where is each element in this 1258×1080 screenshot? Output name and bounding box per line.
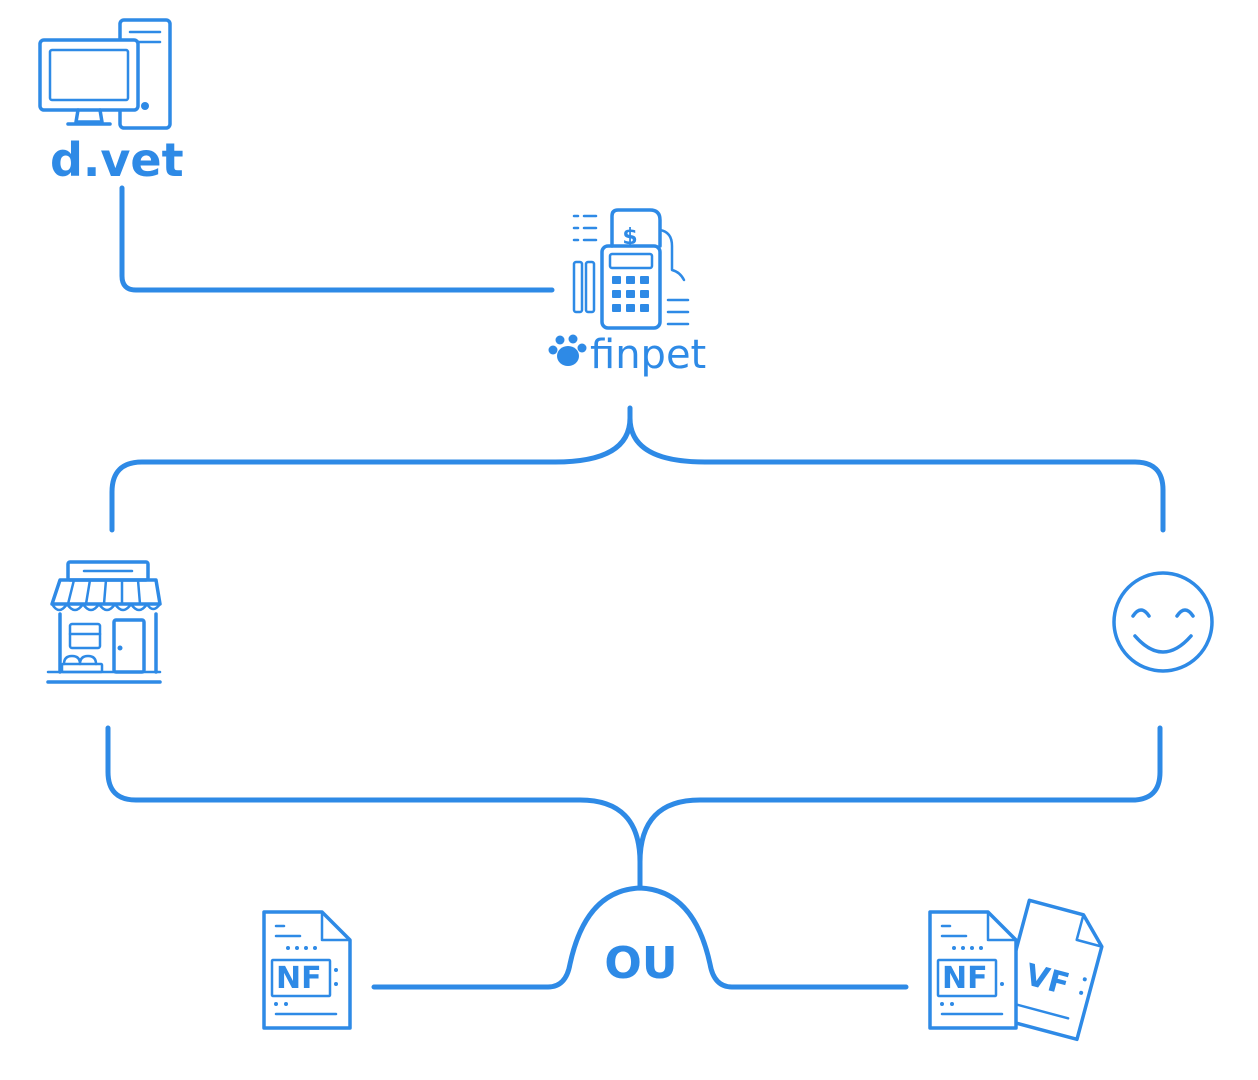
cash-register-icon: $ [572,208,690,330]
brace-bottom [105,725,1163,891]
dvet-logo: d.vet [50,133,184,187]
or-label: OU [604,938,677,989]
connector-lines [105,185,1166,990]
invoice-nf-icon: NF [262,910,352,1030]
smiley-face-icon [1112,571,1214,673]
invoice-nf-label: NF [276,961,322,996]
line-computer-to-cashier [119,185,555,293]
desktop-computer-icon [38,18,172,130]
svg-text:$: $ [622,225,637,250]
paw-icon [548,334,587,366]
invoice-nf-front-label: NF [942,961,988,996]
or-arch [371,885,909,990]
storefront-icon [46,560,162,684]
brace-top [109,405,1166,533]
finpet-logo: finpet [590,332,706,378]
invoice-nf-vf-icon: VF NF [928,898,1104,1042]
